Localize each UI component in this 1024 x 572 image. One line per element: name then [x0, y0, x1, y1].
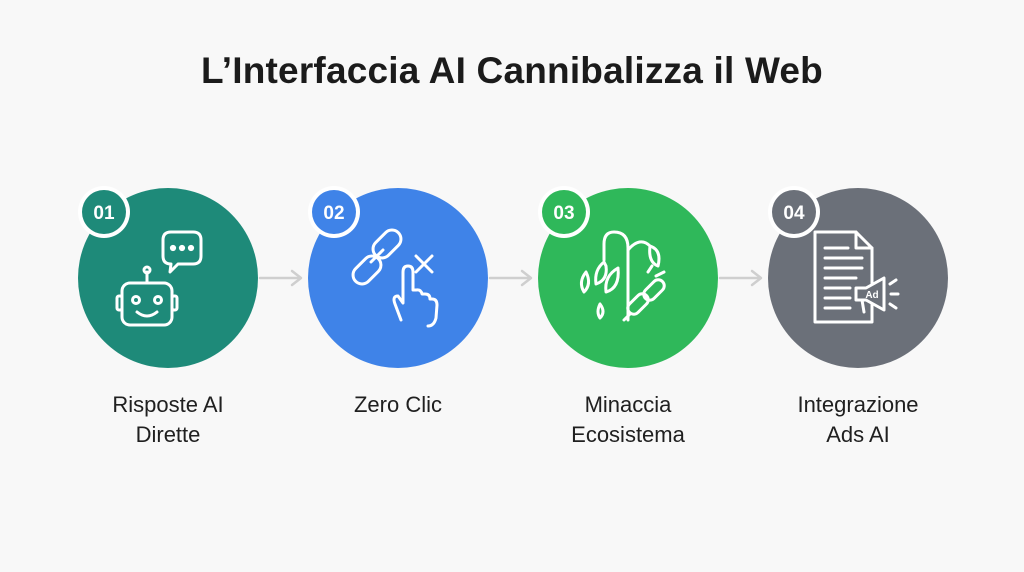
step-1-number: 01	[93, 203, 115, 224]
step-1-label-line-1: Risposte AI	[112, 392, 224, 417]
step-4-label: Integrazione Ads AI	[758, 390, 958, 450]
step-3-number: 03	[553, 203, 574, 224]
step-4-label-line-2: Ads AI	[826, 422, 890, 447]
broken-link-click-icon	[351, 228, 439, 328]
chatbot-icon	[115, 230, 203, 327]
step-4-label-line-1: Integrazione	[797, 392, 919, 417]
step-3-label-line-1: Minaccia	[584, 392, 672, 417]
step-3-badge	[542, 190, 586, 234]
step-4-badge	[772, 190, 816, 234]
step-1-label: Risposte AI Dirette	[68, 390, 268, 450]
step-4-number: 04	[783, 203, 805, 224]
step-2-label: Zero Clic	[298, 390, 498, 420]
document-megaphone-icon: Ad	[813, 230, 900, 324]
step-2-label-line-1: Zero Clic	[353, 392, 442, 417]
connector-arrow-1	[258, 269, 303, 287]
step-2-badge	[312, 190, 356, 234]
connector-arrow-3	[718, 269, 763, 287]
step-1: 01	[78, 186, 258, 368]
wilting-plant-broken-chain-icon	[579, 230, 666, 322]
step-3-label-line-2: Ecosistema	[571, 422, 685, 447]
step-3-label: Minaccia Ecosistema	[528, 390, 728, 450]
step-3: 03	[538, 186, 718, 368]
step-2-circle	[308, 188, 488, 368]
step-4-circle	[768, 188, 948, 368]
step-1-label-line-2: Dirette	[135, 422, 201, 447]
step-1-badge	[82, 190, 126, 234]
svg-text:Ad: Ad	[865, 290, 878, 301]
step-2: 02	[308, 186, 488, 368]
step-2-number: 02	[323, 203, 344, 224]
step-4: Ad 04	[768, 186, 948, 368]
page-title: L’Interfaccia AI Cannibalizza il Web	[201, 50, 823, 91]
connector-arrow-2	[488, 269, 533, 287]
